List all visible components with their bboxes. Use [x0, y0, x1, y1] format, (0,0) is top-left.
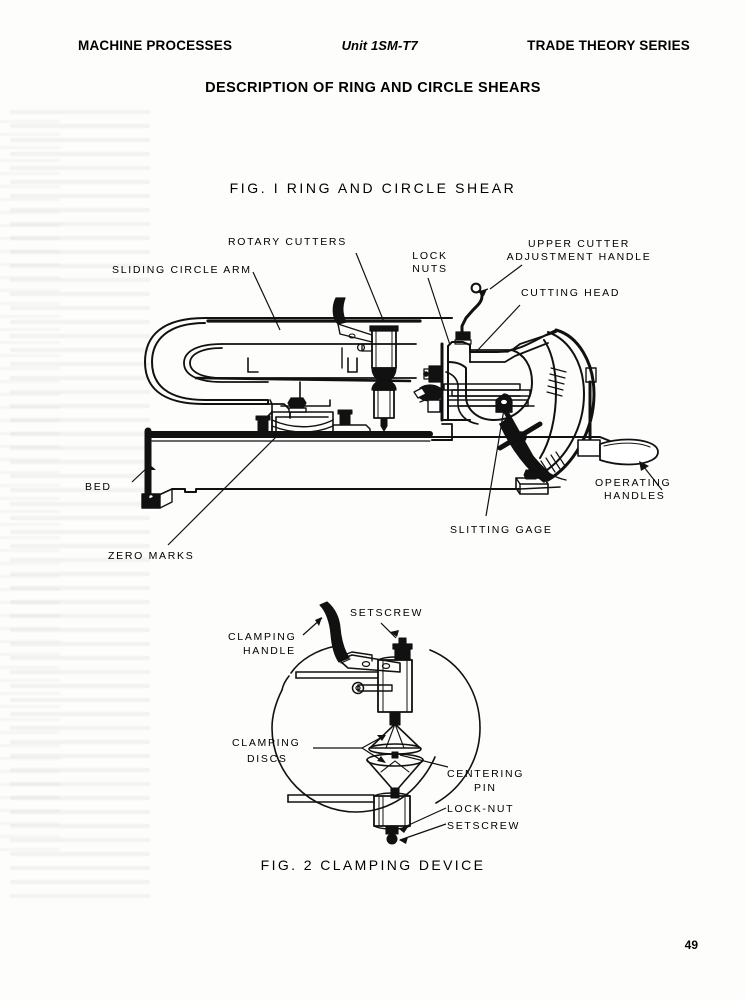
- scan-bleedthrough-artifact: [10, 110, 150, 900]
- page-number: 49: [684, 938, 698, 952]
- label-cutting-head: CUTTING HEAD: [521, 287, 621, 299]
- label-centering-pin-line2: PIN: [474, 782, 497, 794]
- label-clamping-handle-line1: CLAMPING: [228, 631, 297, 643]
- header-right-text: TRADE THEORY SERIES: [527, 38, 690, 53]
- label-slitting-gage: SLITTING GAGE: [450, 524, 553, 536]
- label-upper-cutter-line2: ADJUSTMENT HANDLE: [506, 251, 652, 263]
- label-lock-nuts-line2: NUTS: [412, 263, 448, 275]
- scan-bleedthrough-artifact-secondary: [0, 120, 60, 860]
- label-rotary-cutters: ROTARY CUTTERS: [228, 236, 347, 248]
- page-title: DESCRIPTION OF RING AND CIRCLE SHEARS: [205, 80, 541, 96]
- label-clamping-discs-line1: CLAMPING: [232, 737, 301, 749]
- page-header: MACHINE PROCESSES Unit 1SM-T7 TRADE THEO…: [78, 38, 690, 53]
- label-lock-nut: LOCK-NUT: [447, 803, 515, 815]
- label-setscrew-bottom: SETSCREW: [447, 820, 521, 832]
- figure-1-caption: FIG. I RING AND CIRCLE SHEAR: [229, 180, 517, 196]
- label-zero-marks: ZERO MARKS: [108, 550, 195, 562]
- label-clamping-discs-line2: DISCS: [247, 753, 288, 765]
- label-operating-handles-line2: HANDLES: [604, 490, 666, 502]
- header-left-text: MACHINE PROCESSES: [78, 38, 233, 53]
- figure-2-caption: FIG. 2 CLAMPING DEVICE: [260, 857, 486, 873]
- label-bed: BED: [85, 481, 112, 493]
- label-clamping-handle-line2: HANDLE: [243, 645, 296, 657]
- label-operating-handles-line1: OPERATING: [595, 477, 672, 489]
- label-centering-pin-line1: CENTERING: [447, 768, 525, 780]
- label-setscrew-top: SETSCREW: [350, 607, 424, 619]
- label-upper-cutter-line1: UPPER CUTTER: [527, 238, 631, 250]
- header-unit-code: Unit 1SM-T7: [341, 38, 418, 53]
- label-lock-nuts-line1: LOCK: [412, 250, 448, 262]
- label-sliding-circle-arm: SLIDING CIRCLE ARM: [112, 264, 252, 276]
